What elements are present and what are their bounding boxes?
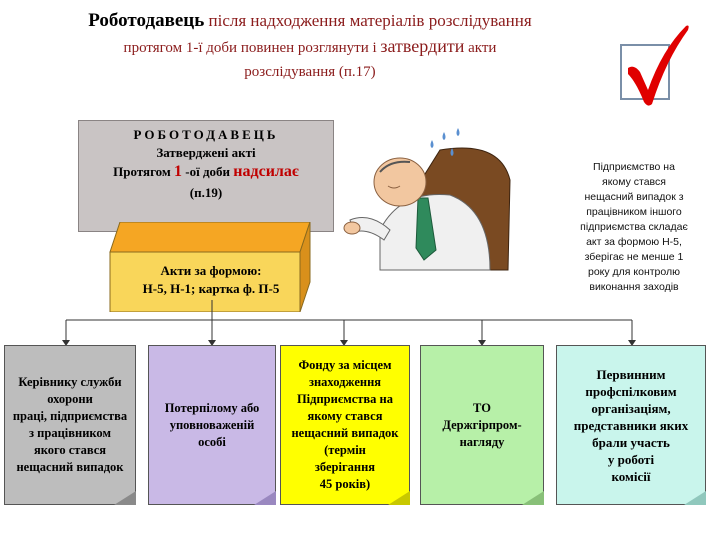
header-line-2-b: акти (464, 40, 497, 56)
recipient-line: Первинним (596, 366, 666, 382)
recipient-line: нещасний випадок (16, 460, 124, 474)
recipient-line: нагляду (459, 434, 505, 449)
header: Роботодавець після надходження матеріалі… (0, 8, 620, 84)
recipient-line: з працівником (29, 426, 111, 440)
note-line: року для контролю (587, 266, 681, 278)
recipient-line: організаціям, (591, 400, 671, 416)
recipient-line: у роботі (607, 451, 655, 467)
employer-box-title: РОБОТОДАВЕЦЬ (133, 127, 279, 142)
recipient-box-victim: Потерпілому або уповноваженій особі (148, 345, 276, 505)
folded-corner-icon (684, 491, 706, 505)
employer-box-approved: Затверджені акті (156, 145, 256, 160)
recipient-box-inspection: ТО Держгірпром- нагляду (420, 345, 544, 505)
note-line: зберігає не менше 1 (584, 251, 684, 263)
recipient-line: Фонду за місцем (298, 358, 392, 372)
folded-corner-icon (254, 491, 276, 505)
recipient-line: Держгірпром- (442, 417, 522, 432)
recipient-box-trade-union: Первинним профспілковим організаціям, пр… (556, 345, 706, 505)
recipient-line: знаходження (308, 375, 382, 389)
recipient-line: зберігання (314, 460, 376, 474)
folded-corner-icon (522, 491, 544, 505)
recipient-line: ТО (473, 400, 491, 415)
right-note: Підприємство на якому стався нещасний ви… (566, 160, 702, 295)
folded-corner-icon (114, 491, 136, 505)
recipient-line: якого стався (33, 443, 107, 457)
note-line: працівником іншого (586, 206, 682, 218)
recipient-line: Потерпілому або (164, 400, 260, 415)
employer-box-clause: (п.19) (189, 185, 223, 200)
folded-corner-icon (388, 491, 410, 505)
note-line: виконання заходів (589, 281, 679, 293)
deadline-text-a: Протягом (113, 164, 175, 179)
employer-box-deadline: Протягом 1 -ої доби надсилає (79, 163, 333, 181)
acts-platform (109, 222, 311, 312)
checkmark-icon (628, 25, 689, 106)
note-line: підприємства складає (580, 221, 688, 233)
recipient-line: 45 років) (319, 477, 371, 491)
recipient-line: Підприємства на (296, 392, 394, 406)
acts-forms-list: Н-5, Н-1; картка ф. П-5 (142, 281, 280, 296)
employer-box: РОБОТОДАВЕЦЬ Затверджені акті Протягом 1… (78, 120, 334, 232)
header-line-1-rest: після надходження матеріалів розслідуван… (204, 11, 532, 30)
deadline-number: 1 (174, 163, 183, 180)
recipient-line: брали участь (592, 434, 670, 450)
recipient-line: охорони (47, 392, 93, 406)
note-line: нещасний випадок з (584, 191, 684, 203)
note-line: Підприємство на (593, 161, 675, 173)
tired-manager-illustration (343, 128, 511, 271)
note-line: акт за формою Н-5, (586, 236, 682, 248)
recipient-line: особі (198, 434, 226, 449)
recipient-line: якому стався (307, 409, 383, 423)
deadline-text-b: -ої доби (182, 164, 234, 179)
recipient-line: представники яких (573, 417, 689, 433)
distribution-connectors (62, 300, 636, 346)
header-line-1: Роботодавець після надходження матеріалі… (0, 8, 620, 34)
recipient-line: праці, підприємства (12, 409, 128, 423)
deadline-sends: надсилає (233, 163, 299, 180)
header-employer-word: Роботодавець (88, 10, 205, 31)
recipient-box-safety-head: Керівнику служби охорони праці, підприєм… (4, 345, 136, 505)
recipient-line: профспілковим (585, 383, 677, 399)
recipient-box-fund: Фонду за місцем знаходження Підприємства… (280, 345, 410, 505)
recipient-line: (термін (324, 443, 366, 457)
recipient-line: нещасний випадок (291, 426, 399, 440)
recipient-line: уповноваженій (169, 417, 255, 432)
recipient-line: Керівнику служби (18, 375, 122, 389)
header-line-2: протягом 1-ї доби повинен розглянути і з… (0, 34, 620, 60)
header-line-2-a: протягом 1-ї доби повинен розглянути і (123, 40, 381, 56)
note-line: якому стався (602, 176, 666, 188)
recipient-line: комісії (611, 468, 651, 484)
acts-platform-text: Акти за формою: Н-5, Н-1; картка ф. П-5 (118, 262, 304, 298)
acts-forms-label: Акти за формою: (160, 263, 262, 278)
header-approve-word: затвердити (380, 36, 465, 56)
header-line-3: розслідування (п.17) (244, 64, 376, 80)
